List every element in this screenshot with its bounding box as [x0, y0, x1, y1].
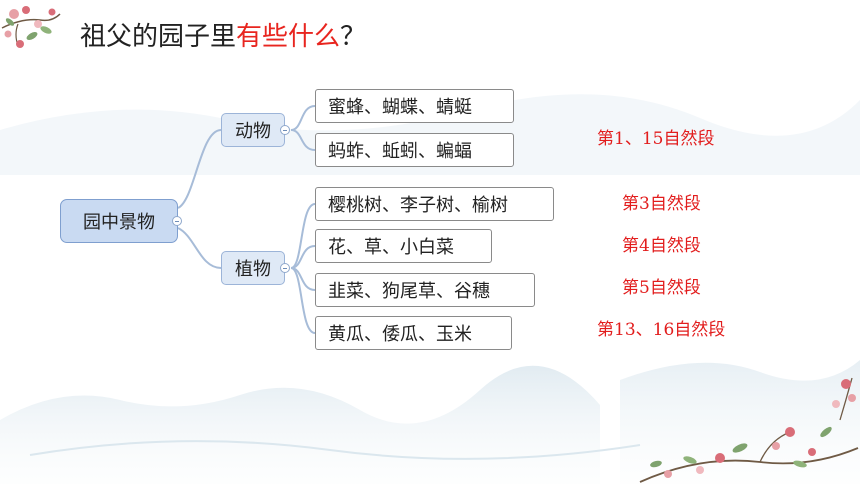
note-paragraph-3: 第3自然段 [622, 194, 701, 214]
connector-animals-leaf-2 [290, 129, 316, 151]
connector-root-animals [177, 129, 222, 209]
title-highlight: 有些什么 [236, 22, 341, 52]
leaf-node-bees-butterflies-dragonflies[interactable]: 蜜蜂、蝴蝶、蜻蜓 [315, 89, 514, 123]
root-node[interactable]: 园中景物 [60, 199, 178, 243]
animals-collapse-icon[interactable] [280, 125, 290, 135]
leaf-node-cucumber-squash-corn[interactable]: 黄瓜、倭瓜、玉米 [315, 316, 512, 350]
root-collapse-icon[interactable] [172, 216, 182, 226]
connector-root-plants [177, 227, 222, 269]
connector-plants-leaf-1 [290, 203, 316, 269]
note-paragraph-4: 第4自然段 [622, 236, 701, 256]
leaf-node-leek-foxtail-millet[interactable]: 韭菜、狗尾草、谷穗 [315, 273, 535, 307]
note-paragraphs-13-16: 第13、16自然段 [597, 320, 726, 340]
plum-blossom-decoration-top-left [1, 6, 61, 48]
leaf-node-flowers-grass-cabbage[interactable]: 花、草、小白菜 [315, 229, 492, 263]
connector-plants-leaf-4 [290, 267, 316, 334]
note-paragraphs-1-15: 第1、15自然段 [597, 129, 715, 149]
note-paragraph-5: 第5自然段 [622, 278, 701, 298]
connector-animals-leaf-1 [290, 105, 316, 131]
leaf-node-cherry-plum-elm[interactable]: 樱桃树、李子树、榆树 [315, 187, 554, 221]
branch-node-plants[interactable]: 植物 [221, 251, 285, 285]
plum-blossom-decoration-bottom-right [639, 377, 859, 483]
branch-node-animals[interactable]: 动物 [221, 113, 285, 147]
page-title: 祖父的园子里有些什么？ [80, 16, 366, 53]
title-suffix: ？ [340, 22, 367, 52]
leaf-node-grasshoppers-earthworms-bats[interactable]: 蚂蚱、蚯蚓、蝙蝠 [315, 133, 514, 167]
plants-collapse-icon[interactable] [280, 263, 290, 273]
title-text: 祖父的园子里 [80, 22, 237, 52]
